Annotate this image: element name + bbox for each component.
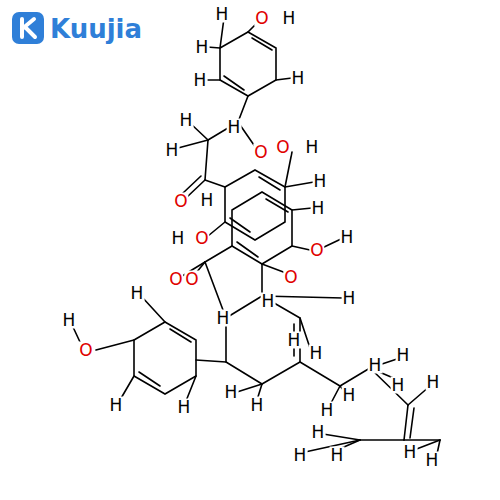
atom-label: H [287,332,302,349]
atom-label: H [320,402,335,419]
atom-label: H [311,200,326,217]
atom-label: H [396,347,411,364]
atom-label: H [293,447,308,464]
atom-label: H [426,374,441,391]
logo-text: Kuujia [50,14,142,44]
atom-label: H [425,452,440,469]
atom-label: H [224,384,239,401]
atom-label: H [227,119,242,136]
atom-label: H [216,310,231,327]
atom-label: H [309,345,324,362]
atom-label: O [283,269,298,286]
atom-label: O [309,242,324,259]
atom-label: O [194,230,209,247]
logo-icon-mark [22,19,35,37]
atom-label: H [200,192,215,209]
atom-label: H [215,6,230,23]
atom-label: H [177,399,192,416]
atom-label: H [313,173,328,190]
atom-label: O [254,10,269,27]
atom-label: H [62,312,77,329]
atom-label: H [330,447,345,464]
atom-label: H [261,293,276,310]
atom-label: H [195,39,210,56]
atom-label: H [130,285,145,302]
atom-label: O [184,271,199,288]
atom-label: H [109,397,124,414]
bonds [73,18,440,454]
atom-label: H [250,397,265,414]
atom-label: H [368,357,383,374]
atom-label: H [342,290,357,307]
logo-icon [12,12,44,44]
atom-label: H [391,377,406,394]
atom-label: H [311,424,326,441]
atom-label: H [403,444,418,461]
atom-label: H [342,387,357,404]
atom-label: O [168,271,183,288]
atom-label: H [179,112,194,129]
atom-label: H [193,72,208,89]
atom-label: H [282,10,297,27]
atom-label: H [165,142,180,159]
atom-label: O [78,342,93,359]
atom-label: H [340,229,355,246]
atom-label: O [253,144,268,161]
atom-label: O [275,139,290,156]
atom-label: H [171,230,186,247]
atom-label: H [291,70,306,87]
atom-label: H [305,139,320,156]
atom-label: O [173,193,188,210]
